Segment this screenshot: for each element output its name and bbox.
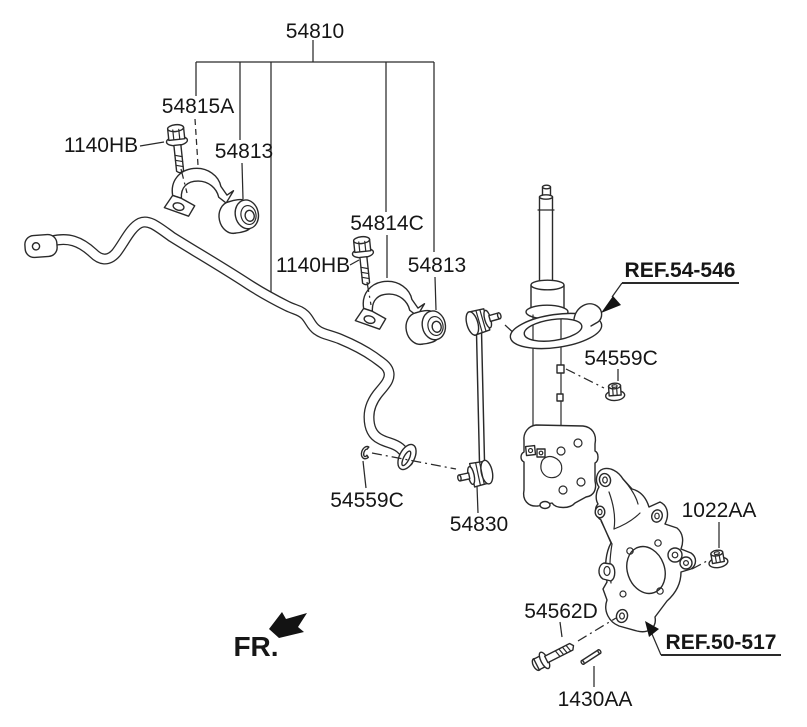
label-bolt-knuckle[interactable]: 54562D — [524, 600, 598, 623]
label-pin[interactable]: 1430AA — [558, 688, 633, 711]
front-direction-indicator: FR. — [233, 612, 307, 662]
front-indicator-label: FR. — [233, 631, 278, 662]
knuckle-drawing — [594, 467, 697, 633]
strut-nut — [604, 381, 626, 402]
flange-bolt-right — [350, 234, 378, 287]
label-washer-bar[interactable]: 54559C — [330, 489, 404, 512]
ref-knuckle-label[interactable]: REF.50-517 — [666, 631, 777, 654]
stabilizer-link-drawing — [457, 308, 502, 488]
label-bushing-left[interactable]: 54813 — [215, 140, 273, 163]
knuckle-bolt — [531, 642, 575, 672]
label-nut-knuckle[interactable]: 1022AA — [682, 499, 757, 522]
knuckle-nut — [706, 547, 730, 570]
front-arrow-icon — [269, 612, 307, 638]
bar-right-eyelet — [397, 443, 417, 471]
stabilizer-bar-drawing — [24, 216, 417, 471]
ref-knuckle-arrow-icon — [645, 621, 659, 637]
label-link[interactable]: 54830 — [450, 513, 508, 536]
label-bolt-left[interactable]: 1140HB — [64, 134, 138, 157]
ref-strut-arrow-icon — [601, 296, 621, 313]
dowel-pin — [580, 648, 602, 666]
label-bracket-right[interactable]: 54814C — [350, 212, 424, 235]
bar-washer-clip — [360, 445, 370, 460]
stabilizer-bushing-left — [215, 195, 263, 237]
label-bracket-left[interactable]: 54815A — [162, 95, 234, 118]
label-nut-strut[interactable]: 54559C — [584, 347, 658, 370]
label-bushing-right[interactable]: 54813 — [408, 254, 466, 277]
label-assembly[interactable]: 54810 — [286, 20, 344, 43]
ref-knuckle-link[interactable]: REF.50-517 — [645, 621, 781, 656]
bar-left-eyelet — [24, 233, 58, 259]
callout-lines — [139, 40, 720, 687]
stabilizer-bushing-right — [402, 306, 450, 348]
flange-bolt-left — [164, 122, 192, 175]
ref-strut-label[interactable]: REF.54-546 — [625, 259, 736, 282]
ref-strut-link[interactable]: REF.54-546 — [601, 259, 739, 313]
strut-drawing — [509, 184, 603, 510]
label-bolt-right[interactable]: 1140HB — [276, 254, 350, 277]
